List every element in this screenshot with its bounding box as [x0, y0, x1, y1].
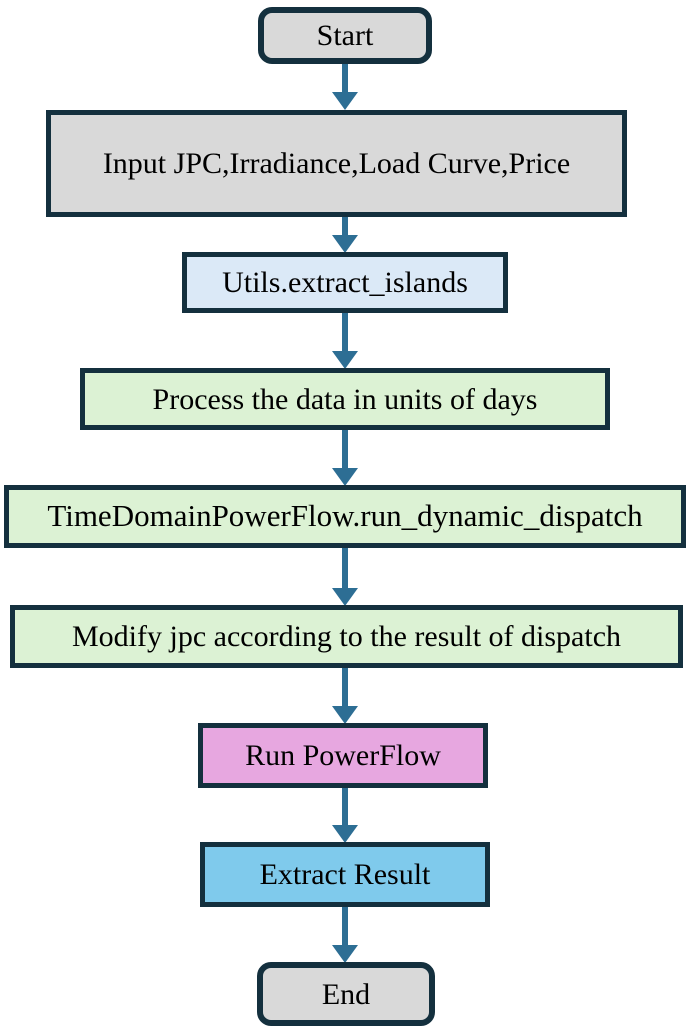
arrow-stem — [342, 430, 348, 471]
arrow-modify-to-powerflow — [330, 668, 360, 724]
arrow-input-to-utils — [330, 217, 360, 253]
arrow-process-to-dispatch — [330, 430, 360, 486]
node-modify-jpc: Modify jpc according to the result of di… — [10, 605, 683, 668]
arrowhead-down-icon — [332, 588, 358, 606]
arrow-stem — [342, 788, 348, 828]
node-process-days: Process the data in units of days — [80, 368, 610, 430]
node-process-days-label: Process the data in units of days — [152, 382, 538, 416]
arrow-stem — [342, 217, 348, 238]
node-input-data-label: Input JPC,Irradiance,Load Curve,Price — [102, 147, 571, 180]
arrow-dispatch-to-modify — [330, 548, 360, 606]
arrowhead-down-icon — [332, 945, 358, 963]
node-start: Start — [258, 7, 432, 64]
node-extract-islands-label: Utils.extract_islands — [222, 266, 468, 299]
node-run-powerflow: Run PowerFlow — [198, 723, 488, 788]
arrowhead-down-icon — [332, 351, 358, 369]
arrow-stem — [342, 548, 348, 591]
node-modify-jpc-label: Modify jpc according to the result of di… — [71, 620, 622, 653]
arrow-start-to-input — [330, 64, 360, 110]
node-input-data: Input JPC,Irradiance,Load Curve,Price — [46, 110, 627, 217]
arrow-stem — [342, 64, 348, 95]
arrow-stem — [342, 907, 348, 948]
arrowhead-down-icon — [332, 92, 358, 110]
arrow-powerflow-to-extract — [330, 788, 360, 843]
arrowhead-down-icon — [332, 235, 358, 253]
arrow-utils-to-process — [330, 313, 360, 369]
node-run-dynamic-dispatch: TimeDomainPowerFlow.run_dynamic_dispatch — [4, 485, 686, 548]
arrowhead-down-icon — [332, 468, 358, 486]
node-extract-result-label: Extract Result — [259, 858, 431, 891]
node-run-powerflow-label: Run PowerFlow — [245, 739, 441, 772]
node-end-label: End — [321, 977, 371, 1011]
arrowhead-down-icon — [332, 825, 358, 843]
arrow-extract-to-end — [330, 907, 360, 963]
node-end: End — [257, 962, 435, 1026]
arrowhead-down-icon — [332, 706, 358, 724]
node-extract-islands: Utils.extract_islands — [182, 252, 508, 313]
node-extract-result: Extract Result — [200, 842, 490, 907]
arrow-stem — [342, 313, 348, 354]
arrow-stem — [342, 668, 348, 709]
node-run-dynamic-dispatch-label: TimeDomainPowerFlow.run_dynamic_dispatch — [47, 498, 643, 534]
node-start-label: Start — [316, 19, 374, 52]
